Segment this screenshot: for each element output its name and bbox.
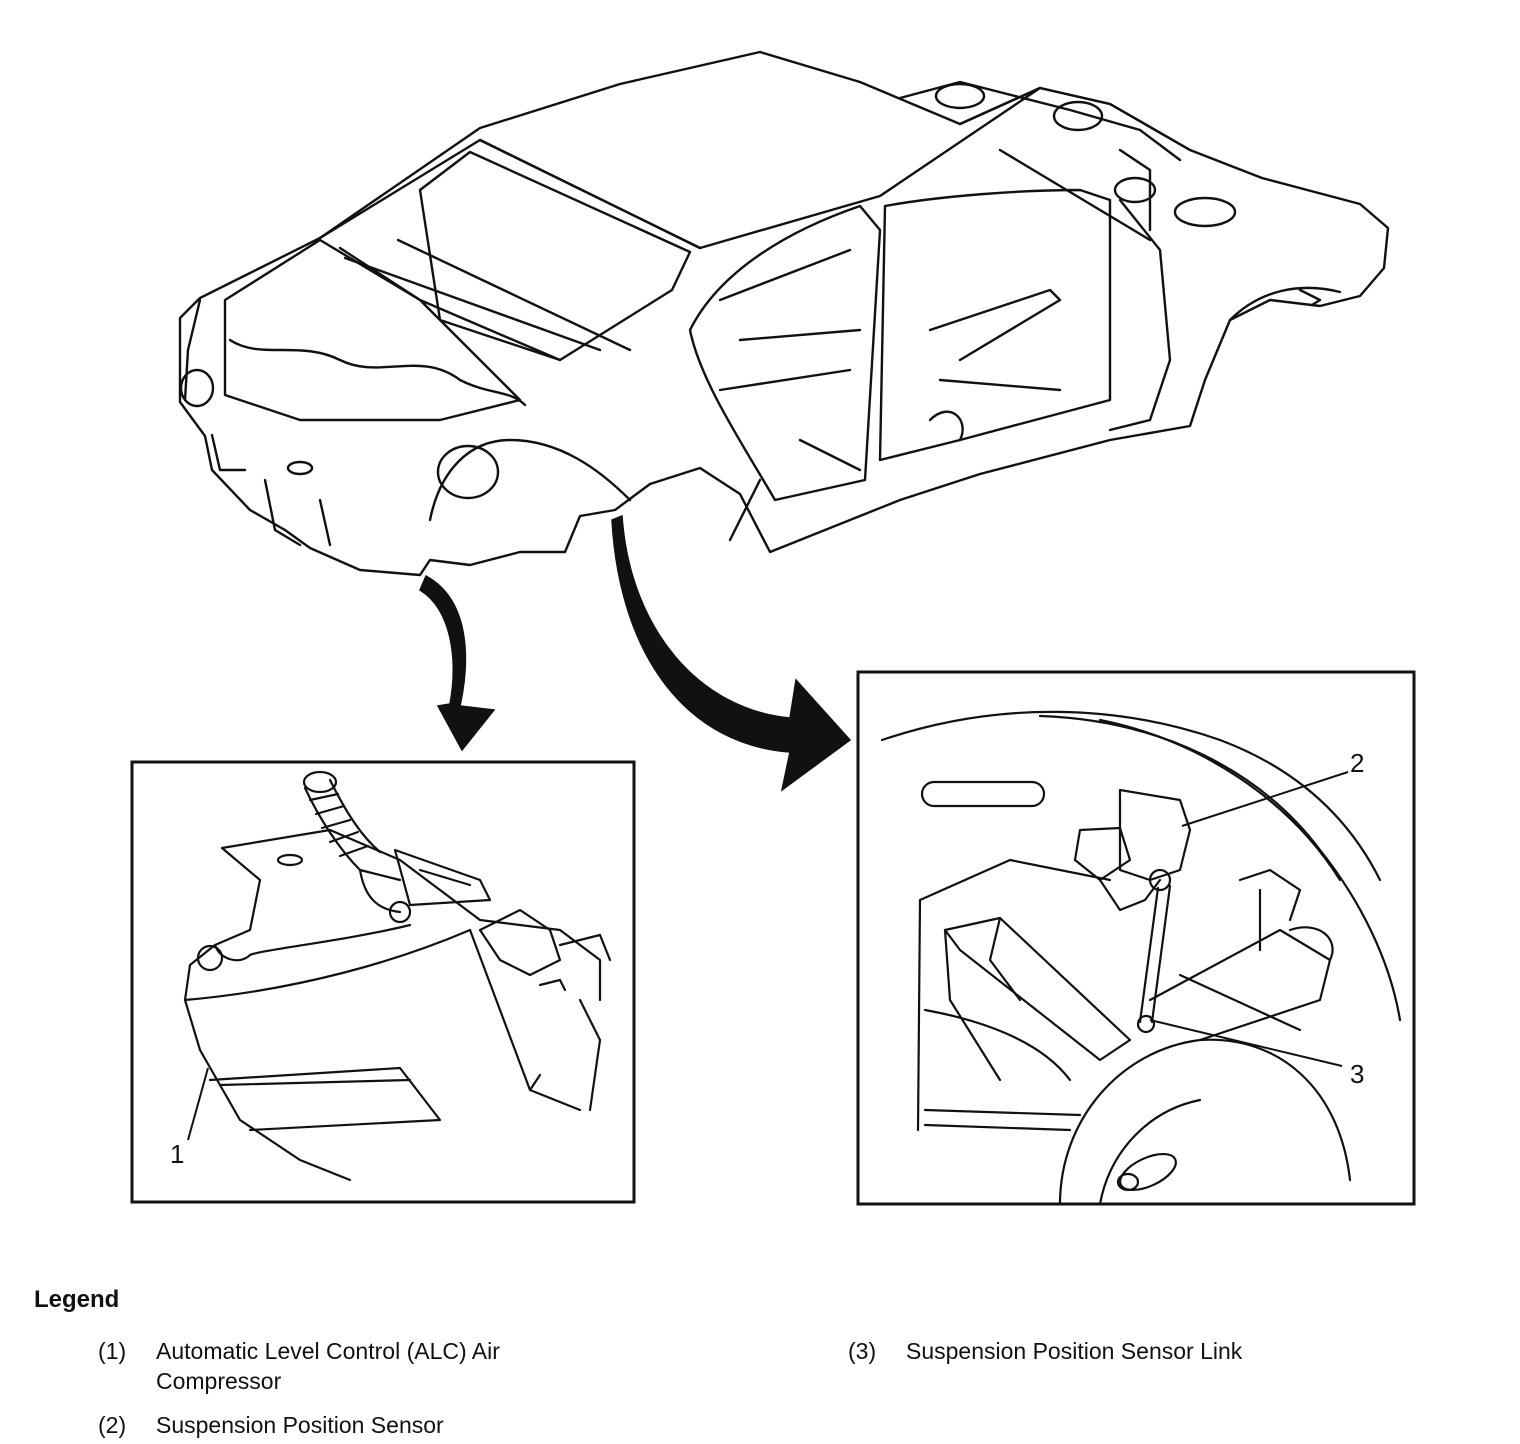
detail-box-compressor: [130, 760, 636, 1204]
callout-2: 2: [1350, 748, 1364, 778]
arrows: [419, 514, 852, 792]
car-body-illustration: [178, 50, 1390, 577]
legend-item-text: Suspension Position Sensor Link: [906, 1338, 1243, 1364]
legend: Legend (1) Automatic Level Control (ALC)…: [34, 1286, 1484, 1438]
legend-title: Legend: [34, 1286, 120, 1313]
legend-item-1: (1) Automatic Level Control (ALC) Air Co…: [98, 1336, 596, 1396]
legend-item-number: (2): [98, 1412, 127, 1438]
arrow-to-compressor: [419, 574, 496, 752]
compressor-illustration: [183, 770, 612, 1182]
leader-line-1: [187, 1067, 209, 1141]
legend-item-3: (3) Suspension Position Sensor Link: [848, 1336, 1346, 1366]
detail-box-sensor: [856, 670, 1416, 1206]
legend-item-2: (2) Suspension Position Sensor: [98, 1410, 596, 1440]
callout-3: 3: [1350, 1059, 1364, 1089]
arrow-to-sensor: [611, 514, 852, 792]
diagram-figure: 1 2 3: [130, 50, 1416, 1206]
legend-item-number: (3): [848, 1338, 877, 1364]
leader-line-2: [1181, 771, 1349, 827]
leader-line-3: [1149, 1019, 1343, 1067]
legend-item-number: (1): [98, 1338, 127, 1364]
legend-item-text: Suspension Position Sensor: [156, 1412, 444, 1438]
legend-item-text: Automatic Level Control (ALC) Air Compre…: [156, 1338, 500, 1394]
sensor-illustration: [880, 710, 1402, 1206]
callout-1: 1: [170, 1139, 184, 1169]
